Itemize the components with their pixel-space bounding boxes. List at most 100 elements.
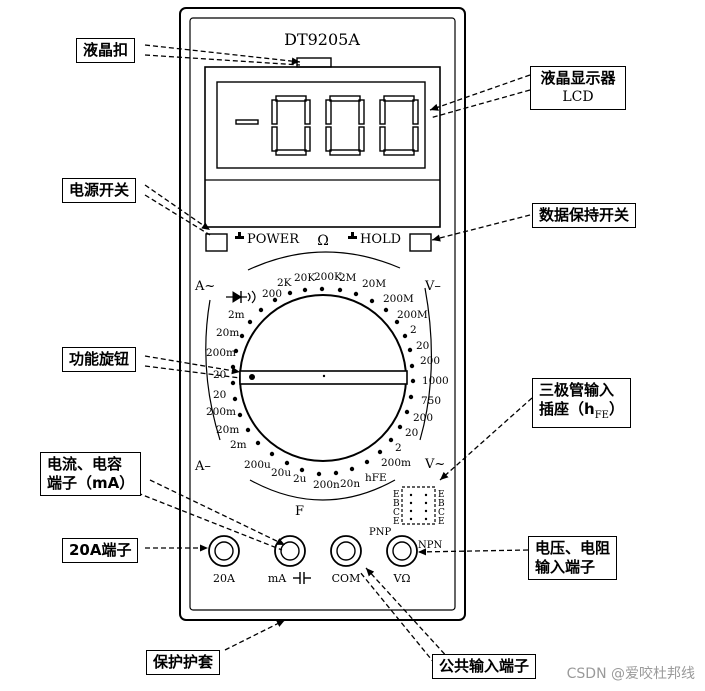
leader-lines xyxy=(129,44,533,671)
callout-lcd-clip-text: 液晶扣 xyxy=(83,41,129,59)
lcd-digit-1 xyxy=(271,95,311,156)
callout-com-terminal: 公共输入端子 xyxy=(432,654,537,679)
function-knob[interactable] xyxy=(239,294,408,462)
dial-label: 200M xyxy=(397,309,428,321)
dial-label: 2M xyxy=(339,272,357,284)
model-label: DT9205A xyxy=(284,30,360,49)
dial-label: 750 xyxy=(421,395,441,407)
dial-label: 200 xyxy=(262,288,282,300)
range-arcs xyxy=(205,251,432,501)
watermark: CSDN @爱咬杜邦线 xyxy=(566,666,695,682)
ohm-label: Ω xyxy=(317,233,329,249)
dial-label: 200u xyxy=(244,459,271,471)
callout-hold-switch-text: 数据保持开关 xyxy=(539,206,630,224)
dial-label: 2m xyxy=(228,309,245,321)
callout-power-switch-text: 电源开关 xyxy=(69,181,130,199)
diode-icon xyxy=(226,290,256,304)
dial-label: 2K xyxy=(277,277,292,289)
dial-label: 20 xyxy=(213,389,226,401)
dial-label: 200m xyxy=(206,406,236,418)
callout-power-switch: 电源开关 xyxy=(62,178,137,203)
dial-label: 200 xyxy=(413,412,433,424)
dial-label: 20M xyxy=(362,278,386,290)
pin-label: E xyxy=(393,490,400,500)
power-button-symbol xyxy=(235,232,244,239)
callout-lcd-display-text: 液晶显示器 xyxy=(540,69,616,87)
lcd-digits xyxy=(235,95,419,156)
vdc-label: V– xyxy=(424,279,441,294)
dial-label: 20u xyxy=(271,467,291,479)
dial-label: 2 xyxy=(395,442,402,454)
callout-v-terminal-text2: 输入端子 xyxy=(535,558,596,576)
callout-v-terminal: 电压、电阻 输入端子 xyxy=(528,536,618,580)
hold-button[interactable] xyxy=(409,233,432,252)
terminal-20a[interactable] xyxy=(208,535,240,567)
terminal-v-ohm[interactable] xyxy=(386,535,418,567)
dial-label: 2u xyxy=(293,473,307,485)
terminal-com-label: COM xyxy=(332,572,361,585)
callout-ma-terminal: 电流、电容 端子（mA） xyxy=(40,452,142,496)
pin-label: C xyxy=(438,508,445,518)
dial-labels: 200 2K 20K 200K 2M 20M 200M 200M 2 20 20… xyxy=(206,271,449,491)
hold-label: HOLD xyxy=(360,232,401,247)
terminal-v-label: VΩ xyxy=(392,572,410,585)
callout-lcd-clip: 液晶扣 xyxy=(76,38,136,63)
dial-label: 200 xyxy=(420,355,440,367)
pnp-label: PNP xyxy=(369,527,391,538)
callout-transistor-socket-sub: FE xyxy=(594,410,609,421)
pin-label: B xyxy=(438,499,445,509)
dial-label: 200M xyxy=(383,293,414,305)
pin-label: B xyxy=(393,499,400,509)
terminal-ma-label: mA xyxy=(268,572,287,585)
dial-label: 20K xyxy=(294,272,315,284)
transistor-socket[interactable] xyxy=(401,486,436,525)
lcd-digit-3 xyxy=(379,95,419,156)
terminal-ma[interactable] xyxy=(274,535,306,567)
dial-label: 20m xyxy=(216,424,239,436)
dial-label: 20 xyxy=(405,427,418,439)
dial-label: 2m xyxy=(230,439,247,451)
capacitance-label: F xyxy=(295,504,304,519)
power-button[interactable] xyxy=(205,233,228,252)
dial-label: 200m xyxy=(381,457,411,469)
meter-body xyxy=(189,17,456,611)
power-label: POWER xyxy=(247,232,300,247)
dial-label: 200m xyxy=(206,347,236,359)
capacitor-icon xyxy=(293,572,311,584)
dial-label: 1000 xyxy=(422,375,449,387)
pin-label: C xyxy=(393,508,400,518)
dial-label: 20m xyxy=(216,327,239,339)
callout-hold-switch: 数据保持开关 xyxy=(532,203,637,228)
callout-ma-terminal-text2: 端子（mA） xyxy=(47,474,135,492)
adc-label: A– xyxy=(194,459,211,474)
callout-case: 保护护套 xyxy=(146,650,221,675)
pin-label: E xyxy=(438,517,445,527)
callout-com-terminal-text: 公共输入端子 xyxy=(439,657,530,675)
terminal-20a-label: 20A xyxy=(213,572,236,585)
dial-label-hfe: hFE xyxy=(365,472,387,484)
vac-label: V~ xyxy=(424,457,445,472)
callout-transistor-socket-line2: 插座（hFE） xyxy=(539,400,624,425)
callout-function-knob-text: 功能旋钮 xyxy=(69,350,130,368)
socket-pin-labels: E B C E E B C E xyxy=(393,490,445,527)
dial-label: 20 xyxy=(416,340,429,352)
lcd-digit-2 xyxy=(325,95,365,156)
lcd-clip xyxy=(296,57,332,68)
npn-label: NPN xyxy=(418,540,442,551)
callout-20a-terminal: 20A端子 xyxy=(62,538,139,563)
terminal-com[interactable] xyxy=(330,535,362,567)
callout-transistor-socket-end: ） xyxy=(608,400,624,418)
aac-label: A~ xyxy=(194,279,215,294)
callout-transistor-socket: 三极管输入 插座（hFE） xyxy=(532,378,631,428)
dial-label: 200n xyxy=(313,479,340,491)
callout-lcd-display: 液晶显示器 LCD xyxy=(530,66,626,110)
dial-dots xyxy=(230,286,416,477)
hold-button-symbol xyxy=(348,232,357,239)
pin-label: E xyxy=(393,517,400,527)
callout-v-terminal-text: 电压、电阻 xyxy=(535,539,611,557)
dial-label: 20n xyxy=(340,478,360,490)
pin-label: E xyxy=(438,490,445,500)
dial-label: 200K xyxy=(314,271,342,283)
dial-label: 2 xyxy=(410,324,417,336)
